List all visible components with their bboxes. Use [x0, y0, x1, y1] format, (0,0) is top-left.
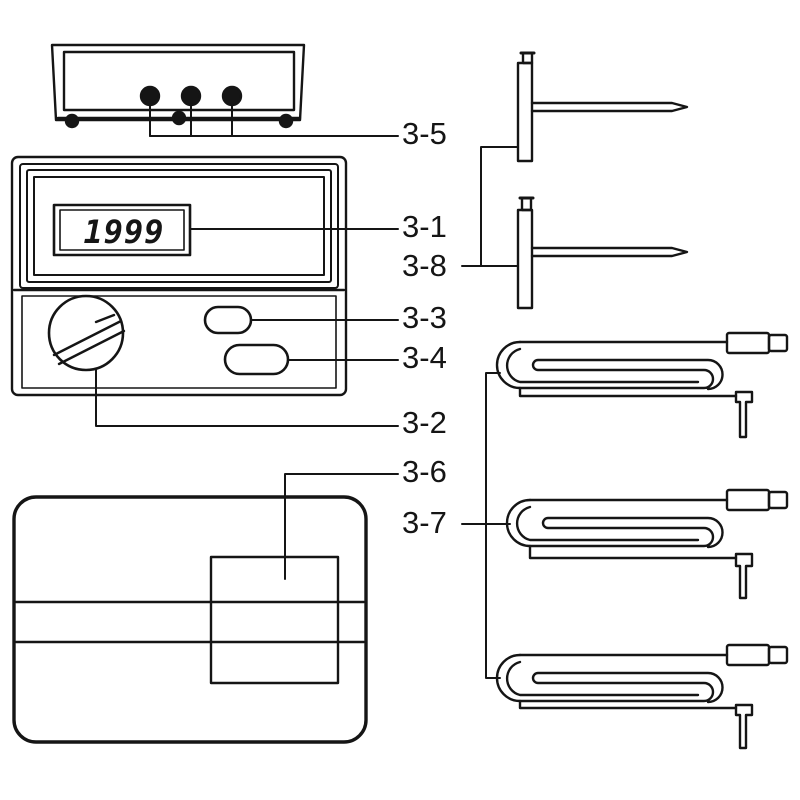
leader-3-8-bracket [480, 146, 519, 267]
leader-3-7-bracket [485, 372, 501, 679]
terminal-2 [180, 85, 202, 107]
carrying-case [12, 495, 368, 744]
test-lead-1 [495, 331, 789, 439]
test-lead-2 [505, 488, 789, 600]
meter-body [10, 155, 348, 397]
terminal-panel [50, 43, 306, 129]
panel-foot-left [64, 113, 80, 129]
button-3-3 [203, 305, 253, 335]
label-3-7: 3-7 [402, 505, 447, 540]
label-3-2: 3-2 [402, 405, 447, 440]
panel-foot-center [171, 110, 187, 126]
label-3-6: 3-6 [402, 454, 447, 489]
range-switch-knob [47, 294, 126, 372]
earth-spike-2 [516, 196, 689, 310]
panel-foot-right [278, 113, 294, 129]
label-3-3: 3-3 [402, 300, 447, 335]
lcd-reading: 1999 [83, 213, 164, 251]
leader-3-5 [149, 104, 399, 137]
button-3-4 [223, 343, 290, 376]
test-lead-3 [495, 643, 789, 750]
leader-3-2 [95, 369, 399, 427]
label-3-1: 3-1 [402, 209, 447, 244]
label-3-5: 3-5 [402, 116, 447, 151]
terminal-3 [221, 85, 243, 107]
earth-spike-1 [516, 51, 689, 163]
label-3-4: 3-4 [402, 340, 447, 375]
terminal-1 [139, 85, 161, 107]
label-3-8: 3-8 [402, 248, 447, 283]
leader-3-6 [284, 473, 399, 580]
